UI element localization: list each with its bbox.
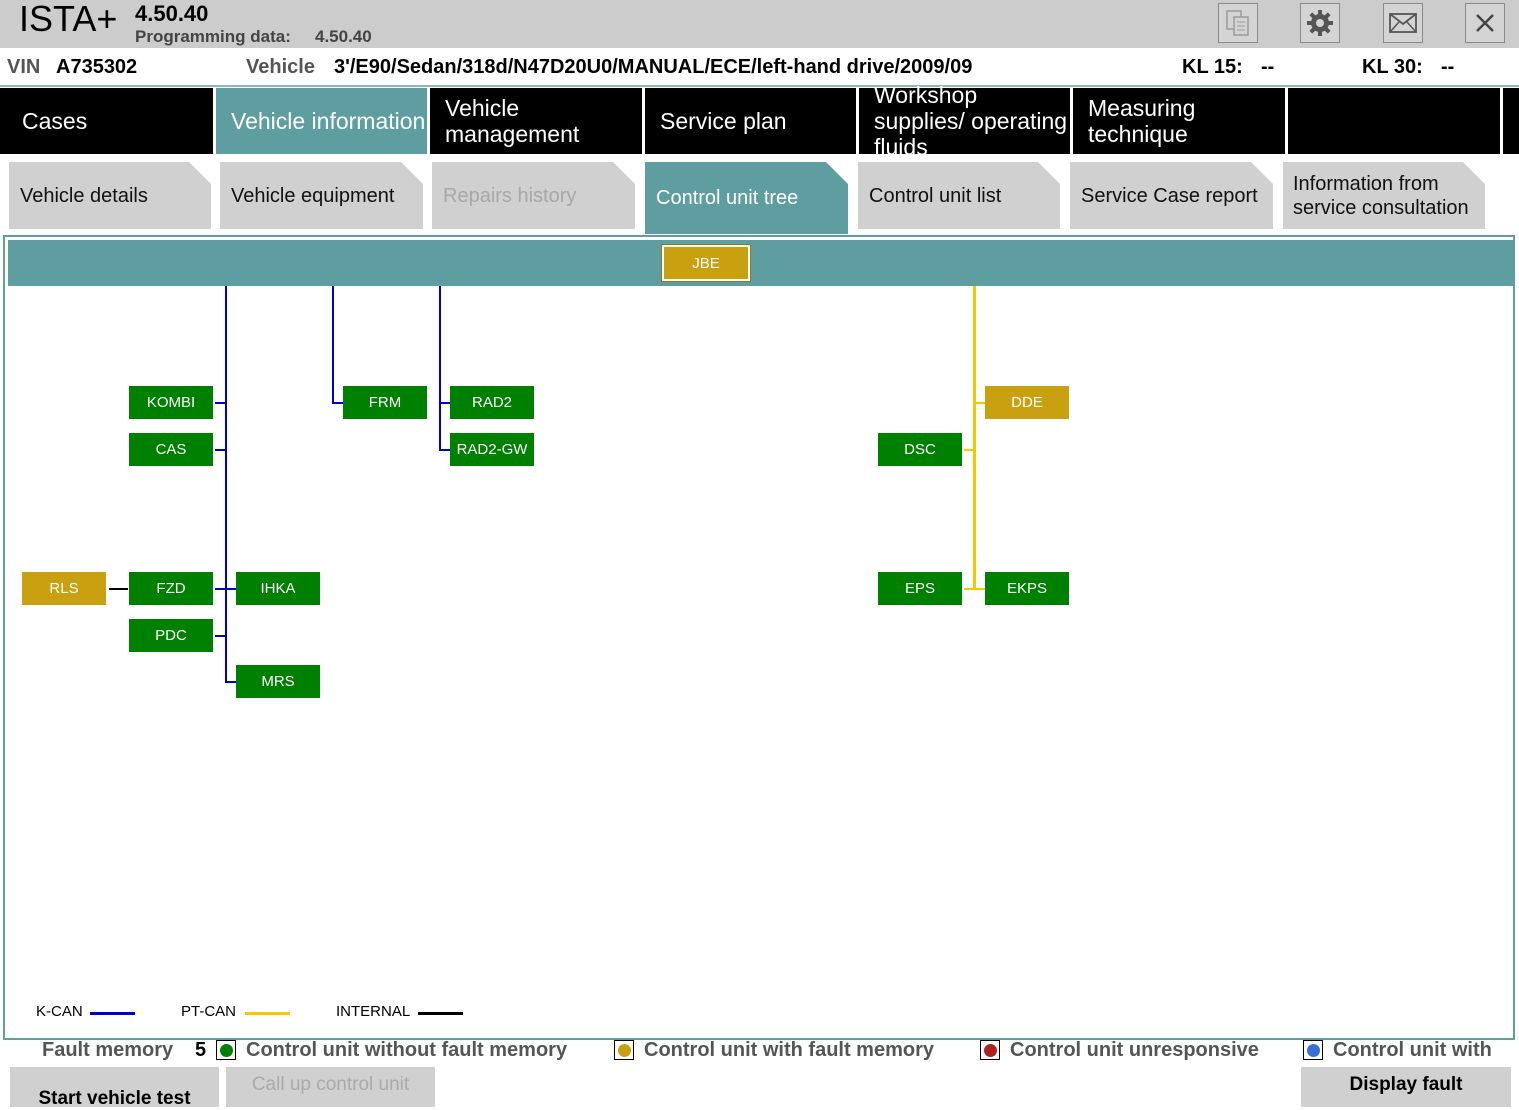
- gear-icon: [1307, 10, 1333, 36]
- connector: [975, 402, 985, 404]
- internal-connector: [109, 588, 128, 590]
- legend-internal-label: INTERNAL: [336, 1003, 411, 1020]
- status-unresponsive-swatch: [980, 1040, 1000, 1060]
- status-unresponsive: Control unit unresponsive: [1010, 1039, 1259, 1061]
- legend-internal-line: [418, 1012, 463, 1015]
- document-copy-icon: [1226, 10, 1249, 36]
- status-info-swatch: [1303, 1040, 1323, 1060]
- title-bar: [0, 0, 1519, 48]
- kl30-label: KL 30:: [1362, 56, 1423, 78]
- tab-vehicle-details[interactable]: Vehicle details: [9, 162, 211, 229]
- legend-kcan-label: K-CAN: [36, 1003, 83, 1020]
- connector: [215, 402, 226, 404]
- red-dot-icon: [983, 1043, 997, 1057]
- start-vehicle-test-button[interactable]: Start vehicle test: [10, 1067, 219, 1109]
- ecu-dde[interactable]: DDE: [985, 386, 1069, 419]
- ecu-fzd[interactable]: FZD: [129, 572, 213, 605]
- tab-repairs-history[interactable]: Repairs history: [432, 162, 635, 229]
- kl15-value: --: [1261, 56, 1275, 78]
- nav-empty[interactable]: [1288, 88, 1500, 154]
- blue-dot-icon: [1306, 1043, 1320, 1057]
- connector: [964, 449, 974, 451]
- ecu-kombi[interactable]: KOMBI: [129, 386, 213, 419]
- vehicle-info-bar: [0, 48, 1519, 87]
- status-without-fault: Control unit without fault memory: [246, 1039, 568, 1061]
- ecu-ihka[interactable]: IHKA: [236, 572, 320, 605]
- tab-service-case-report[interactable]: Service Case report: [1070, 162, 1273, 229]
- close-icon: [1476, 14, 1494, 32]
- nav-measuring-technique[interactable]: Measuring technique: [1073, 88, 1285, 154]
- ecu-rad2-gw[interactable]: RAD2-GW: [450, 433, 534, 466]
- tab-service-consultation[interactable]: Information from service consultation: [1283, 162, 1485, 229]
- connector: [332, 402, 343, 404]
- ecu-mrs[interactable]: MRS: [236, 665, 320, 698]
- programming-data-label: Programming data:: [135, 27, 291, 46]
- connector: [215, 449, 226, 451]
- nav-workshop-supplies[interactable]: Workshop supplies/ operating fluids: [859, 82, 1070, 160]
- status-ok-swatch: [216, 1040, 236, 1060]
- yellow-dot-icon: [617, 1043, 631, 1057]
- control-unit-tree-panel: [3, 235, 1515, 1040]
- programming-data-value: 4.50.40: [315, 27, 372, 46]
- fault-memory-label: Fault memory: [42, 1039, 174, 1061]
- vin-label: VIN: [7, 56, 41, 78]
- tab-control-unit-list[interactable]: Control unit list: [858, 162, 1060, 229]
- document-copy-button[interactable]: [1218, 3, 1258, 43]
- settings-button[interactable]: [1300, 3, 1340, 43]
- fault-memory-count: 5: [195, 1039, 207, 1061]
- kcan-bus-line: [332, 286, 334, 404]
- ecu-pdc[interactable]: PDC: [129, 619, 213, 652]
- call-up-control-unit-button[interactable]: Call up control unit: [226, 1067, 435, 1107]
- green-dot-icon: [219, 1043, 233, 1057]
- ecu-rls[interactable]: RLS: [22, 572, 106, 605]
- kl15-label: KL 15:: [1182, 56, 1243, 78]
- app-name: ISTA+: [19, 0, 118, 39]
- nav-service-plan[interactable]: Service plan: [645, 88, 856, 154]
- display-fault-button[interactable]: Display fault: [1301, 1067, 1511, 1107]
- connector: [964, 588, 985, 590]
- ecu-ekps[interactable]: EKPS: [985, 572, 1069, 605]
- connector: [215, 635, 226, 637]
- close-button[interactable]: [1465, 3, 1505, 43]
- status-with-info: Control unit with: [1333, 1039, 1492, 1061]
- status-fault-swatch: [614, 1040, 634, 1060]
- vehicle-label: Vehicle: [246, 56, 315, 78]
- nav-vehicle-information[interactable]: Vehicle information: [216, 88, 427, 154]
- ecu-eps[interactable]: EPS: [878, 572, 962, 605]
- kcan-bus-line: [225, 286, 227, 683]
- nav-cases[interactable]: Cases: [0, 88, 213, 154]
- mail-button[interactable]: [1383, 3, 1423, 43]
- ecu-frm[interactable]: FRM: [343, 386, 427, 419]
- ecu-cas[interactable]: CAS: [129, 433, 213, 466]
- tab-vehicle-equipment[interactable]: Vehicle equipment: [220, 162, 423, 229]
- ptcan-bus-line: [973, 286, 976, 590]
- connector: [439, 402, 450, 404]
- legend-kcan-line: [90, 1012, 135, 1015]
- nav-vehicle-management[interactable]: Vehicle management: [430, 88, 642, 154]
- connector: [439, 449, 450, 451]
- kl30-value: --: [1441, 56, 1455, 78]
- legend-ptcan-line: [245, 1012, 290, 1015]
- ecu-rad2[interactable]: RAD2: [450, 386, 534, 419]
- ecu-dsc[interactable]: DSC: [878, 433, 962, 466]
- tab-control-unit-tree[interactable]: Control unit tree: [645, 162, 848, 234]
- status-with-fault: Control unit with fault memory: [644, 1039, 934, 1061]
- connector: [215, 588, 236, 590]
- connector: [225, 681, 236, 683]
- kcan-bus-line: [439, 286, 441, 451]
- gateway-bar: [8, 240, 1514, 286]
- vehicle-value: 3'/E90/Sedan/318d/N47D20U0/MANUAL/ECE/le…: [334, 56, 973, 78]
- mail-icon: [1389, 13, 1417, 33]
- vin-value: A735302: [56, 56, 138, 78]
- nav-overflow: [1503, 88, 1519, 154]
- ecu-jbe[interactable]: JBE: [661, 244, 751, 282]
- app-version: 4.50.40: [135, 1, 209, 26]
- legend-ptcan-label: PT-CAN: [181, 1003, 237, 1020]
